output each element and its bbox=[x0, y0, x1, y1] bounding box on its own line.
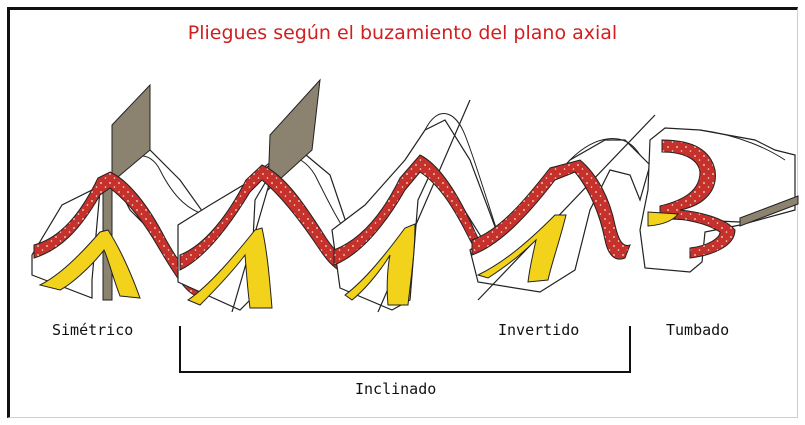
axial-trace bbox=[477, 114, 656, 301]
red-layer bbox=[659, 139, 736, 259]
fold-recumbent bbox=[639, 127, 799, 273]
yellow-layer bbox=[647, 211, 679, 227]
red-layer bbox=[471, 159, 631, 260]
fold-inclined-2 bbox=[331, 99, 501, 313]
label-inclinado: Inclinado bbox=[355, 380, 437, 398]
yellow-layer bbox=[476, 214, 567, 283]
label-invertido: Invertido bbox=[498, 321, 580, 339]
inclinado-bracket bbox=[179, 326, 631, 373]
diagram-title: Pliegues según el buzamiento del plano a… bbox=[187, 22, 618, 44]
yellow-layer bbox=[186, 227, 273, 309]
yellow-layer bbox=[38, 229, 141, 299]
fold-overturned bbox=[469, 114, 656, 301]
label-tumbado: Tumbado bbox=[666, 321, 730, 339]
yellow-layer bbox=[344, 223, 416, 306]
label-simetrico: Simétrico bbox=[52, 321, 134, 339]
axial-plane-top bbox=[111, 83, 151, 184]
figure-frame bbox=[7, 7, 798, 418]
axial-plane bbox=[739, 195, 799, 227]
fold-inclined-1 bbox=[177, 78, 353, 313]
